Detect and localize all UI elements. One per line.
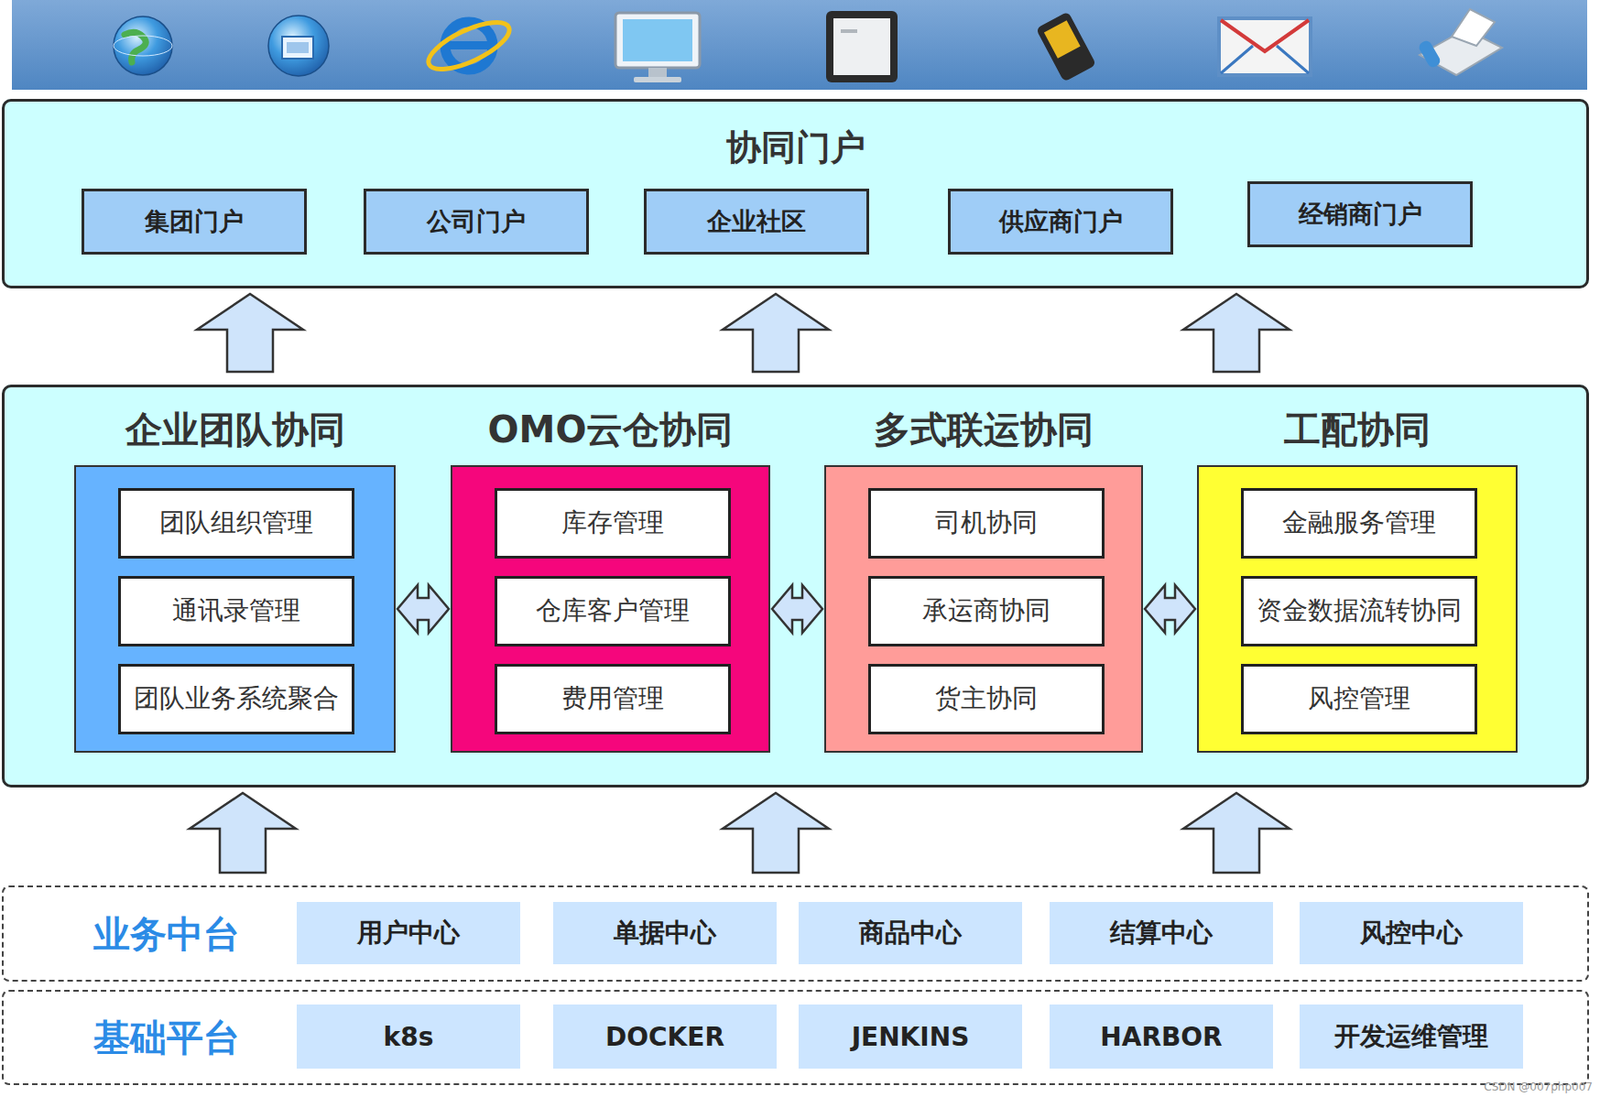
email-icon: [1219, 18, 1311, 76]
box-label: 开发运维管理: [1327, 1019, 1496, 1055]
block-arrow: [397, 585, 449, 633]
portal-box: 供应商门户: [947, 188, 1174, 255]
block-arrow: [1183, 293, 1290, 372]
service-box: k8s: [296, 1004, 521, 1069]
portal-box: 经销商门户: [1247, 181, 1473, 248]
function-box: 承运商协同: [868, 576, 1105, 647]
icon-bar: [0, 0, 1600, 101]
box-label: JENKINS: [844, 1022, 978, 1053]
heading-text: 多式联运协同: [771, 408, 1197, 451]
heading-text: 业务中台: [93, 908, 240, 959]
function-box: 团队业务系统聚合: [118, 663, 355, 735]
box-label: 供应商门户: [991, 205, 1131, 239]
layer-panel: 企业团队协同团队组织管理通讯录管理团队业务系统聚合 OMO云仓协同库存管理仓库客户…: [1, 384, 1590, 788]
platform-band: 基础平台 k8s DOCKER JENKINS HARBOR 开发运维管理: [1, 990, 1590, 1086]
service-box: 单据中心: [553, 902, 777, 965]
block-arrow: [1183, 793, 1290, 873]
heading-text: OMO云仓协同: [397, 408, 824, 451]
box-label: DOCKER: [598, 1022, 732, 1053]
service-box: JENKINS: [798, 1004, 1023, 1069]
box-label: 风控中心: [1352, 915, 1470, 951]
group-box: OMO云仓协同库存管理仓库客户管理费用管理: [450, 465, 771, 753]
monitor-icon: [615, 12, 700, 83]
block-arrow: [196, 293, 304, 372]
portal-box: 公司门户: [363, 188, 589, 255]
function-box: 库存管理: [494, 488, 731, 559]
service-box: 商品中心: [798, 902, 1023, 965]
box-label: 司机协同: [927, 509, 1045, 538]
service-box: 风控中心: [1299, 902, 1524, 965]
group-box: 多式联运协同司机协同承运商协同货主协同: [824, 465, 1143, 753]
box-label: HARBOR: [1092, 1022, 1230, 1053]
heading-text: 企业团队协同: [21, 408, 449, 451]
service-box: 结算中心: [1049, 902, 1274, 965]
icon-bar-ground: [11, 0, 1588, 90]
block-arrow: [722, 293, 829, 372]
function-box: 司机协同: [868, 488, 1105, 559]
platform-band: 业务中台 用户中心 单据中心 商品中心 结算中心 风控中心: [1, 885, 1590, 982]
box-label: 经销商门户: [1291, 197, 1430, 231]
fax-icon: [1416, 9, 1503, 76]
panel-fill: [1, 98, 1590, 289]
phone-icon: [1035, 10, 1097, 82]
box-label: 费用管理: [554, 685, 672, 714]
function-box: 通讯录管理: [118, 576, 355, 647]
function-box: 风控管理: [1240, 663, 1478, 735]
service-box: 开发运维管理: [1299, 1004, 1524, 1069]
block-arrow: [189, 793, 296, 873]
service-box: 用户中心: [296, 902, 521, 965]
box-label: 公司门户: [419, 205, 534, 239]
panel-fill: [1, 384, 1590, 788]
box-label: 仓库客户管理: [528, 597, 697, 626]
browser-icon: [422, 12, 515, 78]
function-box: 资金数据流转协同: [1240, 576, 1478, 647]
box-label: 商品中心: [851, 915, 969, 951]
box-label: 用户中心: [349, 915, 468, 951]
block-arrow: [772, 585, 823, 633]
group-box: 工配协同金融服务管理资金数据流转协同风控管理: [1197, 465, 1518, 753]
function-box: 金融服务管理: [1240, 488, 1478, 559]
portal-box: 企业社区: [643, 188, 870, 255]
globe-icon: [113, 16, 173, 76]
box-label: 风控管理: [1300, 685, 1418, 714]
layer-panel: 协同门户集团门户 公司门户 企业社区 供应商门户 经销商门户: [1, 98, 1590, 289]
box-label: 承运商协同: [914, 597, 1058, 626]
watermark: CSDN @007php007: [1483, 1080, 1593, 1094]
box-label: 企业社区: [699, 205, 814, 239]
box-label: 金融服务管理: [1274, 509, 1444, 538]
function-box: 仓库客户管理: [494, 576, 731, 647]
function-box: 货主协同: [868, 663, 1105, 735]
tablet-icon: [826, 10, 898, 83]
block-arrow: [1144, 585, 1196, 633]
box-label: k8s: [376, 1022, 442, 1053]
network-globe-icon: [268, 15, 329, 77]
function-box: 团队组织管理: [118, 488, 355, 559]
box-label: 资金数据流转协同: [1249, 597, 1470, 626]
box-label: 团队业务系统聚合: [126, 685, 347, 714]
heading-text: 工配协同: [1143, 408, 1571, 451]
box-label: 团队组织管理: [152, 509, 321, 538]
box-label: 结算中心: [1102, 915, 1220, 951]
heading-text: 基础平台: [93, 1012, 240, 1064]
box-label: 单据中心: [606, 915, 724, 951]
service-box: DOCKER: [553, 1004, 777, 1069]
group-box: 企业团队协同团队组织管理通讯录管理团队业务系统聚合: [74, 465, 396, 753]
service-box: HARBOR: [1049, 1004, 1274, 1069]
box-label: 集团门户: [137, 205, 251, 239]
heading-text: 协同门户: [4, 127, 1587, 168]
function-box: 费用管理: [494, 663, 731, 735]
portal-box: 集团门户: [81, 188, 307, 255]
box-label: 货主协同: [927, 685, 1045, 714]
block-arrow: [722, 793, 829, 873]
box-label: 通讯录管理: [164, 597, 308, 626]
box-label: 库存管理: [554, 509, 672, 538]
